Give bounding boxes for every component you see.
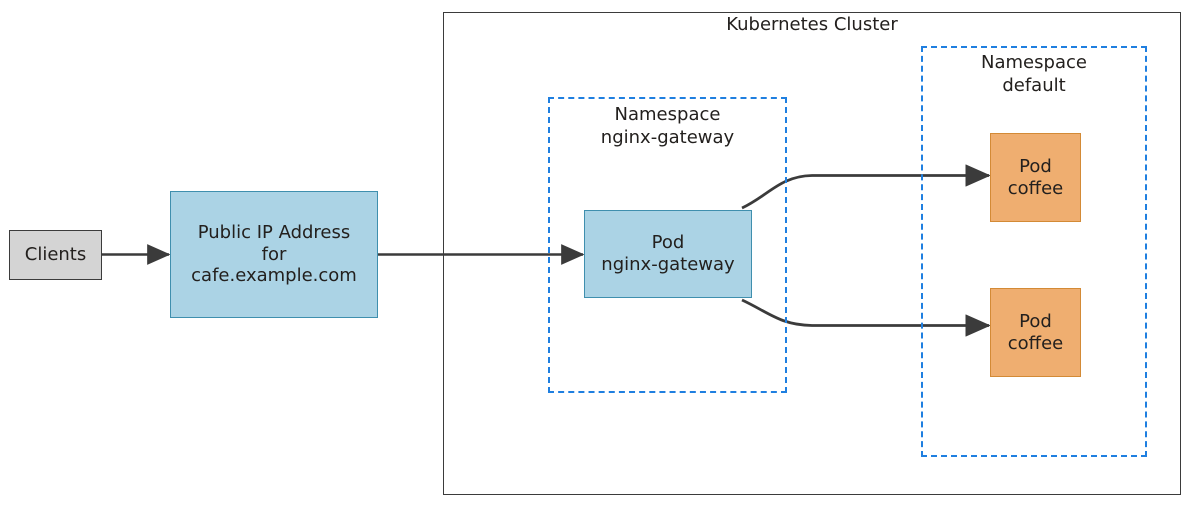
node-public-ip-address[interactable]: Public IP Address for cafe.example.com [170,191,378,318]
node-public-ip-address-line1: Public IP Address [197,221,351,243]
namespace-default-boundary [921,46,1147,457]
node-pod-nginx-gateway-line2: nginx-gateway [601,254,735,275]
node-pod-coffee-2-line2: coffee [1007,332,1064,354]
kubernetes-cluster-boundary [443,12,1181,495]
node-pod-coffee-2-label: Pod coffee [1008,311,1063,355]
node-public-ip-address-line3: cafe.example.com [191,265,357,287]
node-pod-nginx-gateway[interactable]: Pod nginx-gateway [584,210,752,298]
node-pod-coffee-1-line1: Pod [1019,155,1052,177]
node-pod-nginx-gateway-label: Pod nginx-gateway [601,232,734,276]
kubernetes-cluster-title: Kubernetes Cluster [726,14,898,35]
namespace-default-title-line2: default [1002,74,1066,96]
namespace-default-title-line1: Namespace [981,52,1087,73]
node-pod-nginx-gateway-line1: Pod [651,232,685,254]
namespace-nginx-gateway-title: Namespace nginx-gateway [548,104,787,149]
node-pod-coffee-1-line2: coffee [1007,177,1064,199]
node-pod-coffee-2-line1: Pod [1019,310,1052,332]
namespace-nginx-gateway-title-line2: nginx-gateway [600,126,735,148]
node-public-ip-address-line2: for [261,243,287,265]
namespace-nginx-gateway-boundary [548,97,787,393]
node-public-ip-address-label: Public IP Address for cafe.example.com [191,222,357,288]
namespace-nginx-gateway-title-line1: Namespace [614,104,721,125]
namespace-default-title: Namespace default [921,52,1147,97]
node-pod-coffee-2[interactable]: Pod coffee [990,288,1081,377]
node-pod-coffee-1-label: Pod coffee [1008,156,1063,200]
node-clients[interactable]: Clients [9,230,102,280]
node-pod-coffee-1[interactable]: Pod coffee [990,133,1081,222]
node-clients-label: Clients [24,244,87,266]
